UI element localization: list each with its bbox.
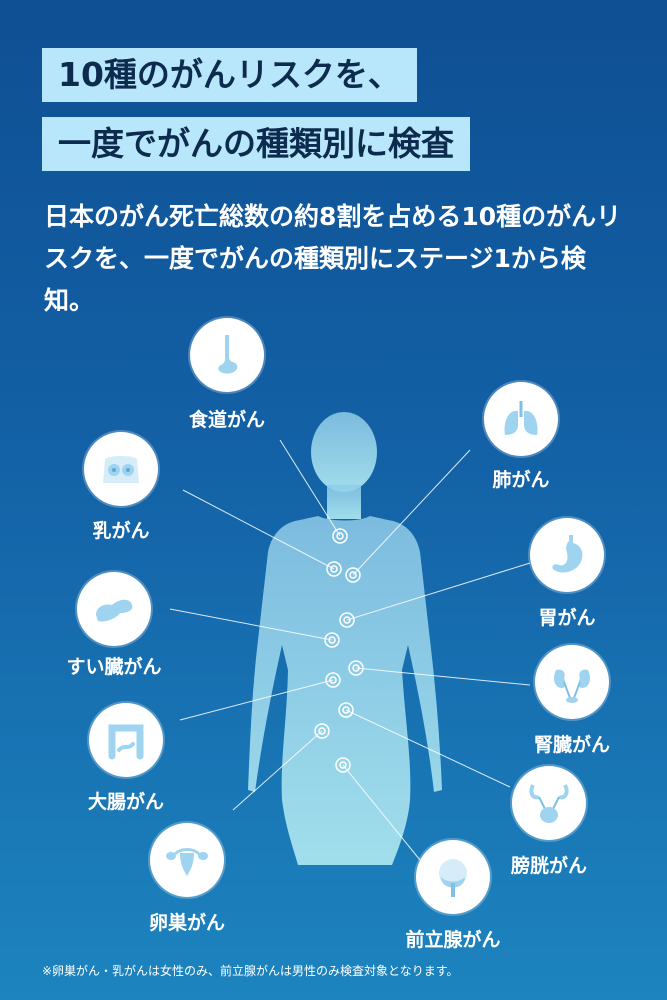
page-title-line-2: 一度でがんの種類別に検査 [42,117,470,171]
ovary-label: 卵巣がん [148,912,225,934]
breast-label: 乳がん [92,520,150,542]
marker-esophagus [332,528,348,544]
marker-breast [326,561,342,577]
marker-pancreas [324,632,340,648]
marker-colon [325,672,341,688]
kidney-label: 腎臓がん [533,734,610,756]
pancreas-label: すい臓がん [66,656,162,678]
esophagus-label: 食道がん [188,409,265,431]
marker-stomach [339,612,355,628]
prostate-label: 前立腺がん [405,929,501,951]
connector-lines [169,439,531,861]
bladder-label: 膀胱がん [510,855,587,877]
stomach-label: 胃がん [538,607,596,629]
body-silhouette [248,412,442,865]
kidney-icon [535,645,609,719]
colon-icon [89,703,163,777]
pancreas-icon [77,572,151,646]
bladder-icon [512,766,586,840]
marker-prostate [335,757,351,773]
colon-label: 大腸がん [87,791,164,813]
footnote: ※卵巣がん・乳がんは女性のみ、前立腺がんは男性のみ検査対象となります。 [42,964,459,978]
organ-markers [314,528,364,773]
description-text: 日本のがん死亡総数の約8割を占める10種のがんリスクを、一度でがんの種類別にステ… [44,202,622,315]
ovary-icon [150,823,224,897]
esophagus-icon [190,318,264,392]
prostate-icon [416,840,490,914]
marker-kidney [348,660,364,676]
breast-icon [84,432,158,506]
lung-label: 肺がん [492,469,550,491]
marker-bladder [338,702,354,718]
page-title-line-1: 10種のがんリスクを、 [42,48,417,102]
lung-icon [484,382,558,456]
marker-ovary [314,723,330,739]
marker-lung [345,567,361,583]
stomach-icon [530,518,604,592]
